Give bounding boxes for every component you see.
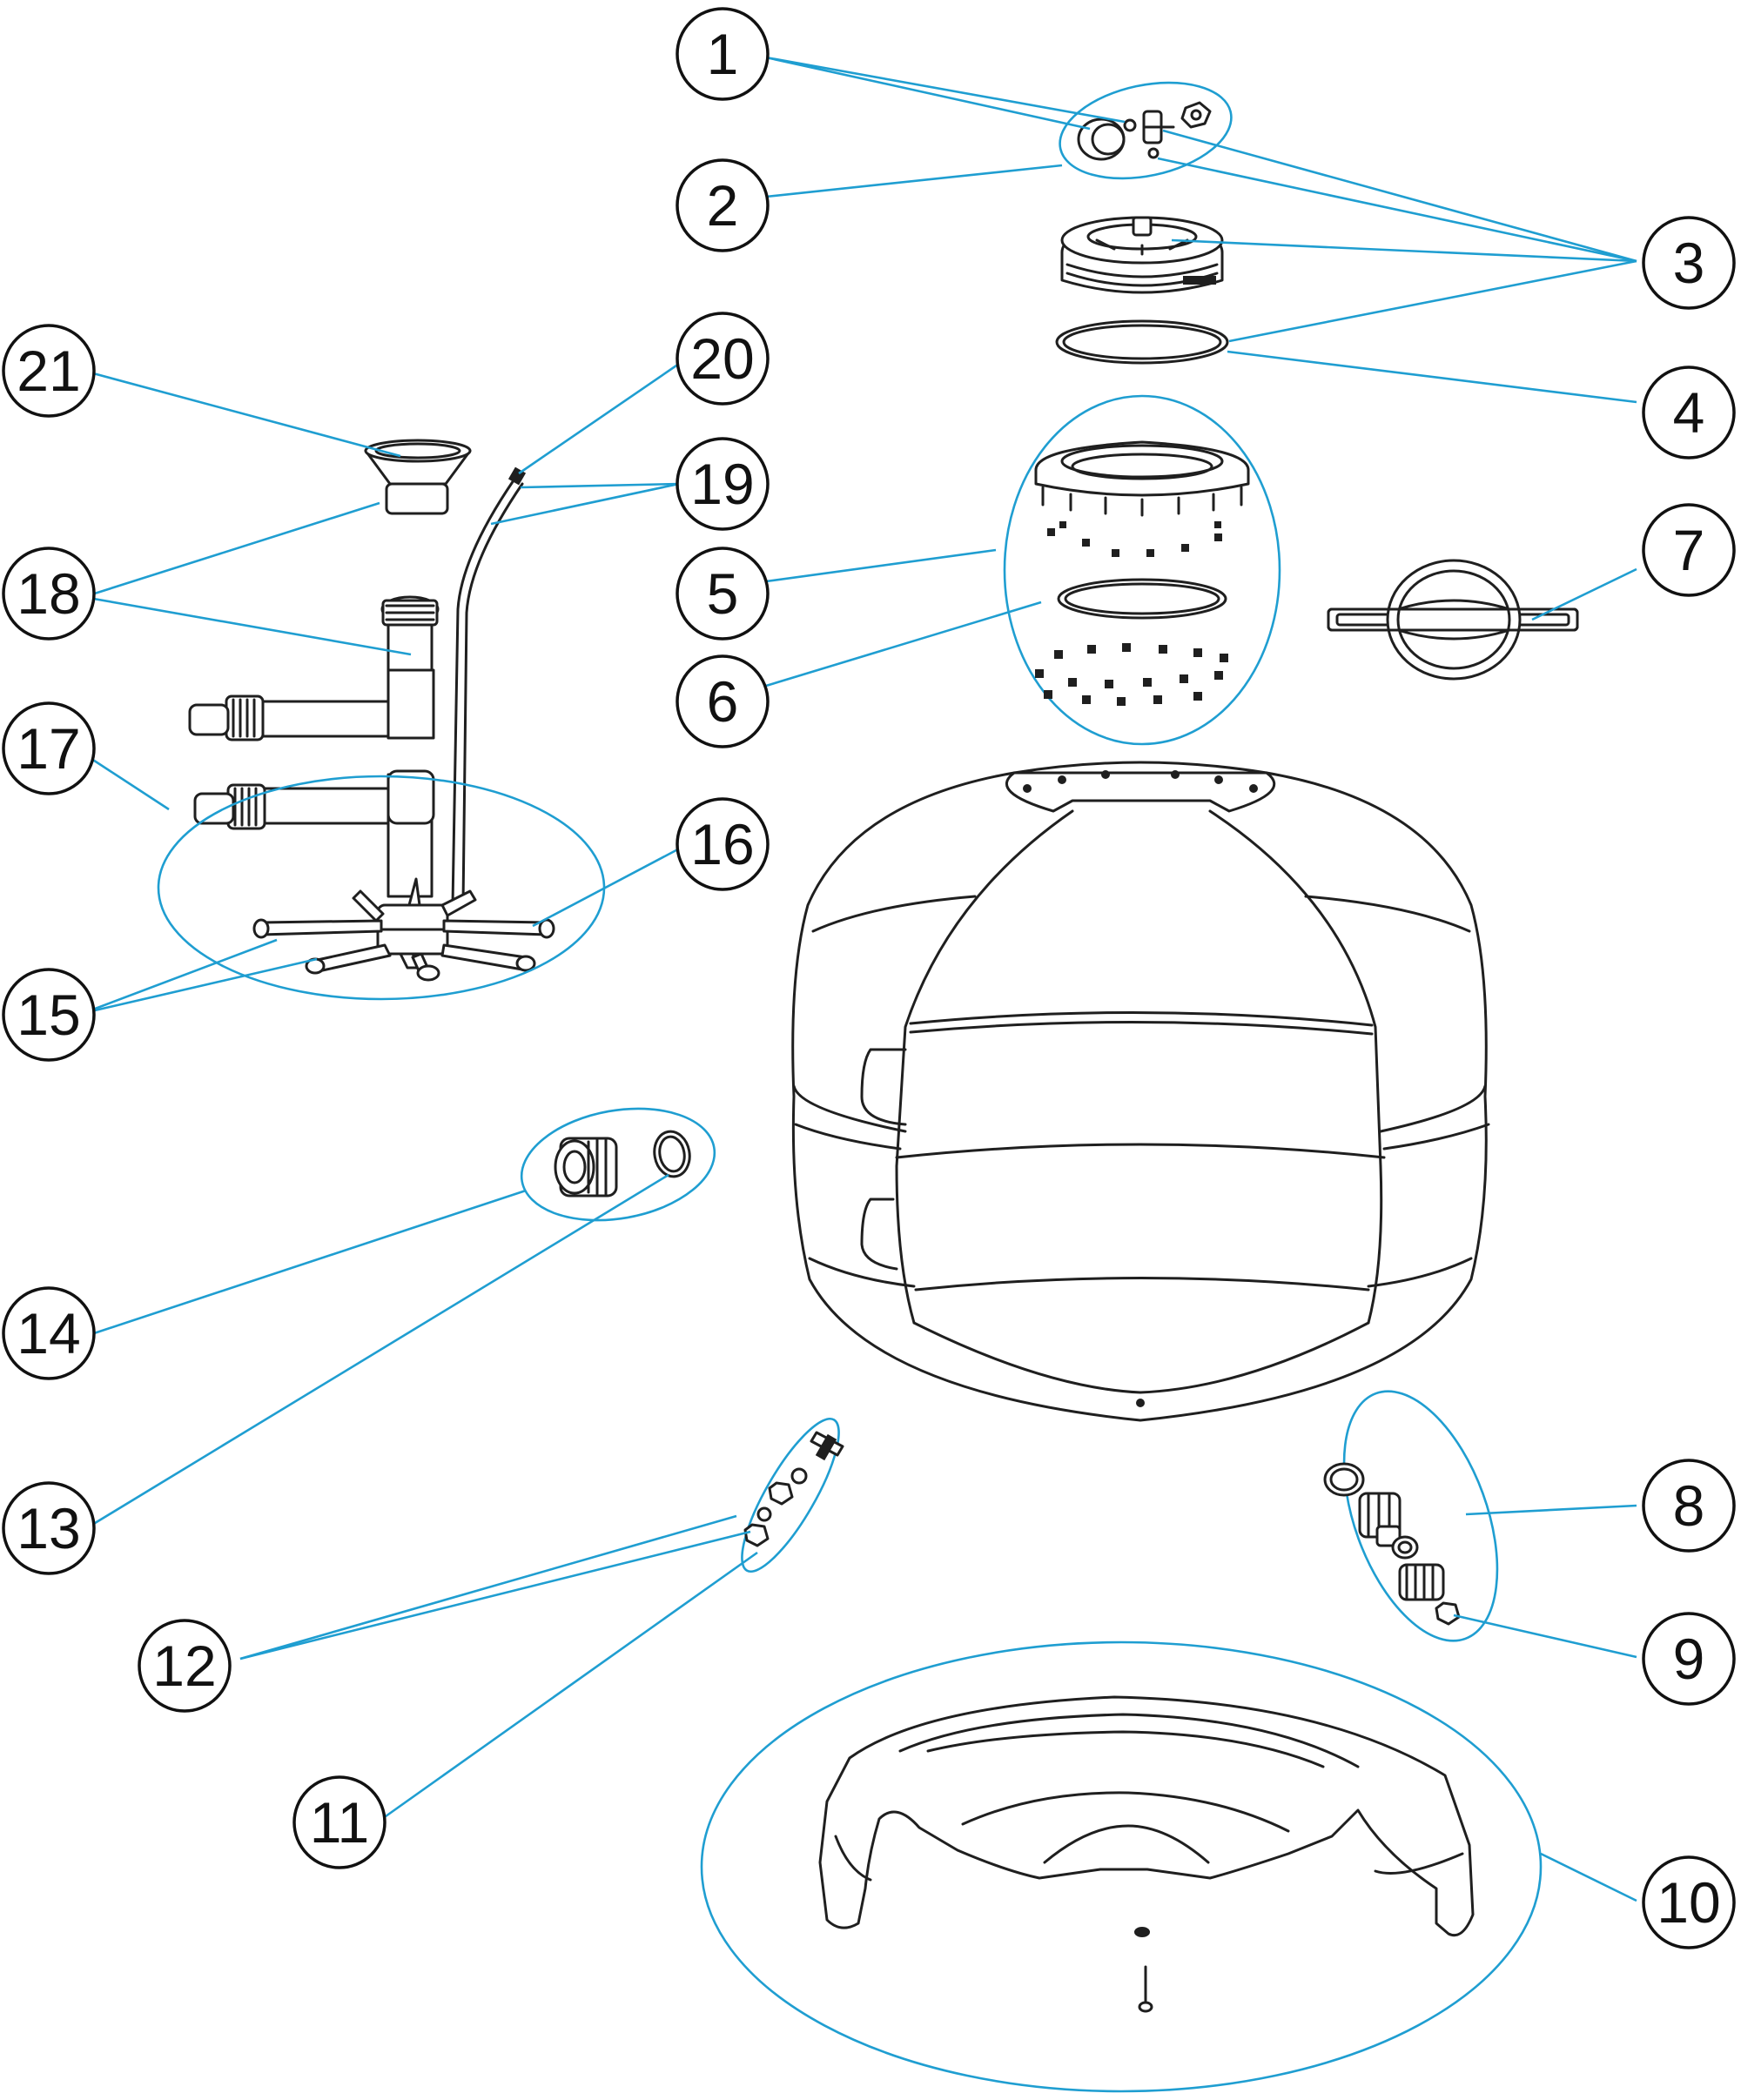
callout-6: 6 bbox=[676, 654, 770, 748]
callout-15-label: 15 bbox=[17, 983, 80, 1047]
callout-4-label: 4 bbox=[1673, 380, 1705, 445]
callout-2: 2 bbox=[676, 158, 770, 252]
laterals bbox=[252, 877, 555, 982]
callout-1-label: 1 bbox=[707, 22, 739, 86]
callout-16-label: 16 bbox=[690, 812, 754, 876]
callout-17: 17 bbox=[2, 701, 96, 795]
callout-20-label: 20 bbox=[690, 326, 754, 391]
drain-valve-group bbox=[1323, 1390, 1499, 1642]
callout-8-label: 8 bbox=[1673, 1473, 1705, 1538]
callout-10: 10 bbox=[1642, 1855, 1736, 1949]
callout-11: 11 bbox=[292, 1775, 387, 1869]
callout-7-label: 7 bbox=[1673, 518, 1705, 582]
callout-19-label: 19 bbox=[690, 452, 754, 516]
cross-gasket bbox=[1327, 559, 1579, 681]
callout-9: 9 bbox=[1642, 1612, 1736, 1706]
callout-17-label: 17 bbox=[17, 716, 80, 781]
callout-21: 21 bbox=[2, 324, 96, 418]
drain-fittings-group bbox=[741, 1417, 844, 1573]
tank-base-group bbox=[700, 1640, 1543, 2093]
callout-12-label: 12 bbox=[152, 1634, 216, 1698]
callout-1: 1 bbox=[676, 7, 770, 101]
leader-lines bbox=[83, 56, 1637, 1902]
callout-7: 7 bbox=[1642, 503, 1736, 597]
lateral-assembly-group bbox=[157, 775, 606, 1001]
callout-6-label: 6 bbox=[707, 669, 739, 734]
callout-13: 13 bbox=[2, 1481, 96, 1575]
callout-3-label: 3 bbox=[1673, 231, 1705, 295]
callout-12: 12 bbox=[138, 1619, 232, 1713]
callout-2-label: 2 bbox=[707, 173, 739, 238]
callout-11-label: 11 bbox=[310, 1790, 370, 1855]
callout-14: 14 bbox=[2, 1286, 96, 1380]
callout-9-label: 9 bbox=[1673, 1627, 1705, 1691]
callout-8: 8 bbox=[1642, 1459, 1736, 1553]
filter-tank bbox=[791, 761, 1490, 1422]
callout-16: 16 bbox=[676, 797, 770, 891]
callout-18-label: 18 bbox=[17, 561, 80, 626]
neck-bolts-upper bbox=[1047, 521, 1222, 557]
neck-bolts-lower bbox=[1035, 643, 1228, 706]
valve-fittings-group bbox=[1059, 81, 1233, 180]
union-coupling-group bbox=[520, 1107, 716, 1222]
callout-4: 4 bbox=[1642, 366, 1736, 460]
neck-flange-group bbox=[1003, 394, 1281, 746]
callout-3: 3 bbox=[1642, 216, 1736, 310]
callout-10-label: 10 bbox=[1657, 1870, 1720, 1935]
callout-20: 20 bbox=[676, 312, 770, 406]
callout-19: 19 bbox=[676, 437, 770, 531]
callout-18: 18 bbox=[2, 547, 96, 641]
callout-5-label: 5 bbox=[707, 561, 739, 626]
top-lid bbox=[1060, 216, 1224, 294]
callout-5: 5 bbox=[676, 547, 770, 641]
callout-13-label: 13 bbox=[17, 1496, 80, 1560]
callout-15: 15 bbox=[2, 968, 96, 1062]
callout-14-label: 14 bbox=[17, 1301, 80, 1365]
lid-o-ring bbox=[1055, 319, 1229, 365]
callout-21-label: 21 bbox=[17, 339, 80, 403]
